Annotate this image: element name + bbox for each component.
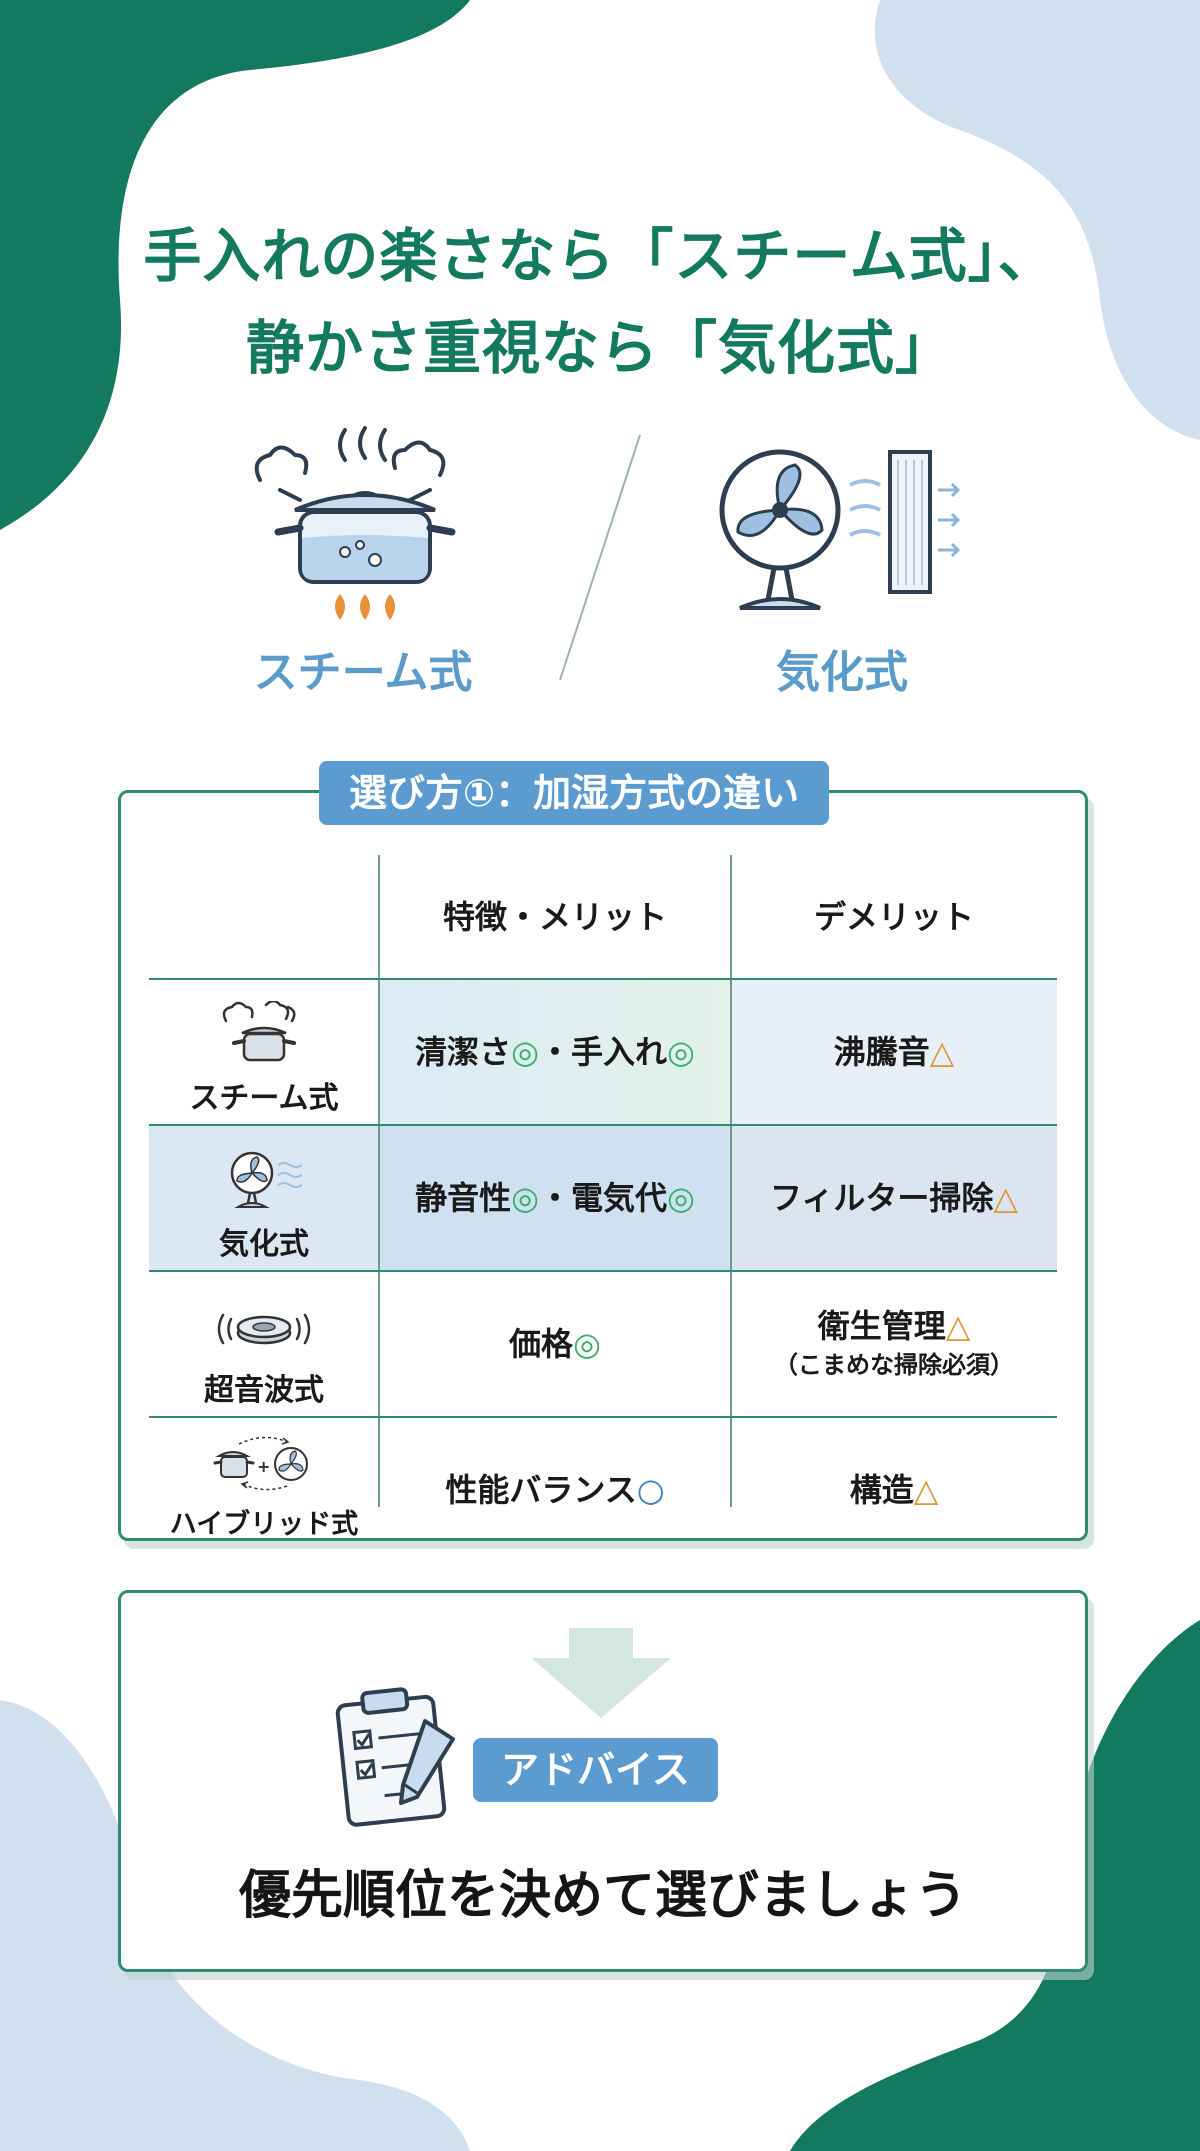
hybrid-icon: + — [213, 1436, 308, 1490]
title-line-1: 手入れの楽さなら「スチーム式」、 — [143, 222, 1057, 290]
advice-text: 優先順位を決めて選びましょう — [238, 1866, 967, 1926]
method-label-evap: 気化式 — [219, 1227, 309, 1262]
table-row-hybrid-demerit: 構造△ — [849, 1471, 939, 1509]
highlight-steam-merit — [379, 979, 731, 1125]
bg-blob-bottom-right — [790, 1620, 1200, 2151]
bg-blob-top-left — [0, 0, 470, 530]
title-line-2: 静かさ重視なら「気化式」 — [245, 314, 954, 382]
method-label-steam: スチーム式 — [189, 1081, 339, 1116]
advice-badge: アドバイス — [473, 1738, 718, 1802]
hero-divider — [559, 434, 641, 681]
page-title: 手入れの楽さなら「スチーム式」、 静かさ重視なら「気化式」 — [0, 210, 1200, 394]
table-header-demerit: デメリット — [813, 898, 974, 936]
table-row-evap-merit: 静音性◎・電気代◎ — [415, 1179, 695, 1217]
table-hline-3 — [149, 1270, 1057, 1272]
highlight-steam-demerit — [731, 979, 1057, 1125]
method-label-ultrasonic: 超音波式 — [204, 1373, 324, 1408]
hero-label-steam: スチーム式 — [253, 647, 473, 698]
down-arrow-icon — [531, 1628, 671, 1718]
table-row-evap-demerit: フィルター掃除△ — [770, 1179, 1018, 1217]
table-row-evap-method: 気化式 — [149, 1125, 379, 1263]
fan-filter-icon — [719, 449, 961, 610]
table-hline-4 — [149, 1416, 1057, 1418]
comparison-badge: 選び方①：加湿方式の違い — [319, 761, 830, 825]
hero-label-evaporative: 気化式 — [776, 647, 908, 698]
table-header-method — [149, 855, 379, 979]
table-hline-2 — [149, 1124, 1057, 1126]
clipboard-checklist-icon — [335, 1687, 455, 1827]
table-hline-1 — [149, 978, 1057, 980]
table-row-ultrasonic-demerit: 衛生管理△ （こまめな掃除必須） — [731, 1271, 1057, 1417]
table-vline-1 — [378, 855, 380, 1507]
table-vline-2 — [730, 855, 732, 1507]
svg-text:+: + — [257, 1457, 270, 1476]
table-row-hybrid-merit: 性能バランス○ — [445, 1471, 665, 1509]
table-row-ultrasonic-merit: 価格◎ — [509, 1325, 601, 1363]
table-header-merit: 特徴・メリット — [442, 898, 667, 936]
highlight-evap-method — [149, 1125, 379, 1271]
comparison-card: 選び方①：加湿方式の違い 特徴・メリット デメリット — [118, 761, 1088, 1541]
advice-card: アドバイス 優先順位を決めて選びましょう — [118, 1590, 1088, 1972]
comparison-table: 特徴・メリット デメリット スチーム式 清潔さ◎・手入れ◎ 沸騰音△ — [149, 855, 1057, 1540]
bg-blob-top-right — [874, 0, 1200, 440]
method-label-hybrid: ハイブリッド式 — [169, 1508, 359, 1540]
bg-blob-bottom-left — [0, 1700, 470, 2151]
table-row-steam-method: スチーム式 — [149, 979, 379, 1117]
table-row-hybrid-method: + ハイブリッド式 — [149, 1417, 379, 1555]
ultrasonic-disc-icon — [217, 1313, 311, 1345]
steam-pot-icon — [222, 1001, 296, 1062]
table-row-steam-merit: 清潔さ◎・手入れ◎ — [415, 1033, 695, 1071]
fan-icon — [230, 1151, 303, 1208]
highlight-evap-demerit — [731, 1125, 1057, 1271]
steam-pot-icon — [254, 426, 456, 620]
ultrasonic-demerit-note: （こまめな掃除必須） — [774, 1351, 1014, 1379]
table-row-ultrasonic-method: 超音波式 — [149, 1271, 379, 1409]
highlight-evap-merit — [379, 1125, 731, 1271]
table-row-steam-demerit: 沸騰音△ — [833, 1033, 955, 1071]
